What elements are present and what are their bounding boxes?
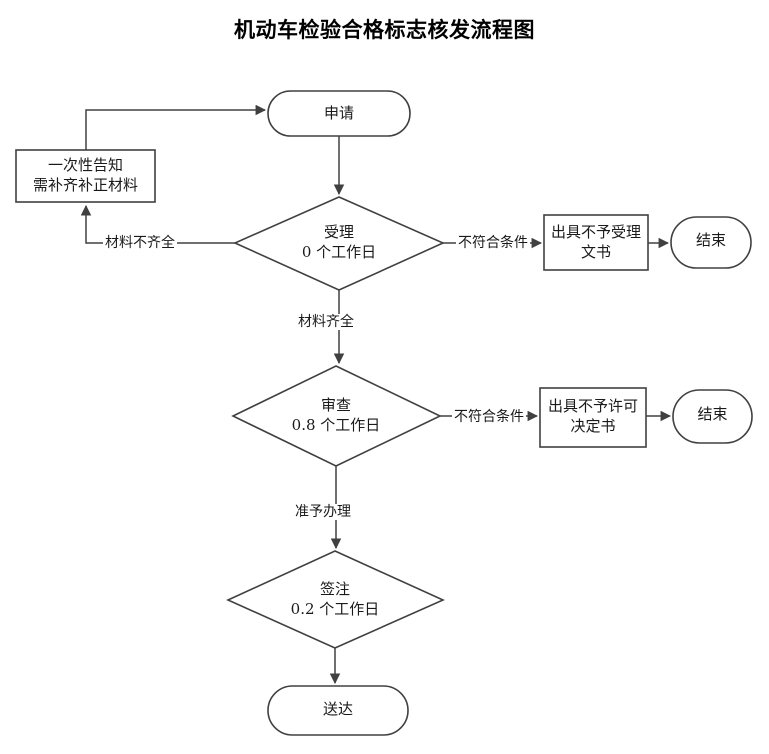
node-apply-shape	[267, 90, 411, 137]
node-endorse-shape	[226, 550, 445, 649]
edge-label-complete-materials: 材料齐全	[296, 314, 356, 330]
edge-accept-to-notice	[80, 204, 235, 244]
page-title: 机动车检验合格标志核发流程图	[234, 18, 535, 42]
node-deliver-shape	[267, 685, 409, 736]
edge-label-not-qualified-1: 不符合条件	[456, 235, 530, 251]
node-end2-shape	[672, 389, 753, 444]
node-deny-doc-shape	[539, 387, 647, 448]
edge-label-incomplete-materials: 材料不齐全	[103, 235, 177, 251]
node-review-shape	[231, 365, 442, 467]
edge-label-approved: 准予办理	[293, 504, 353, 520]
node-notice-shape	[15, 149, 156, 203]
node-reject-doc-shape	[543, 214, 649, 271]
edge-notice-to-apply	[85, 104, 267, 150]
node-end1-shape	[670, 216, 752, 269]
node-accept-shape	[233, 196, 445, 291]
edge-label-not-qualified-2: 不符合条件	[452, 409, 526, 425]
